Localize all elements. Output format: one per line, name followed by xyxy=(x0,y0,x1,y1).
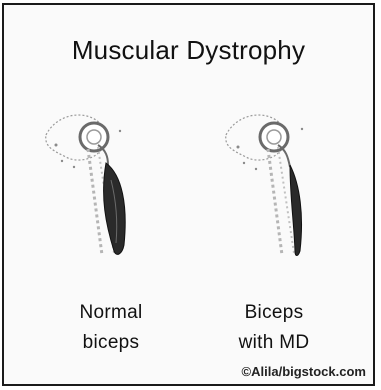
md-biceps-figure xyxy=(216,105,366,265)
md-biceps-label: Biceps with MD xyxy=(189,298,359,358)
diagram-title: Muscular Dystrophy xyxy=(4,35,373,66)
normal-biceps-label: Normal biceps xyxy=(26,298,196,358)
md-biceps-label-line2: with MD xyxy=(189,328,359,358)
diagram-frame: Muscular Dystrophy xyxy=(2,3,375,386)
md-biceps-illustration xyxy=(216,105,366,265)
md-biceps-label-line1: Biceps xyxy=(189,298,359,328)
normal-biceps-figure xyxy=(36,105,186,265)
normal-biceps-label-line2: biceps xyxy=(26,328,196,358)
normal-biceps-label-line1: Normal xyxy=(26,298,196,328)
image-credit: ©Alila/bigstock.com xyxy=(242,364,366,379)
normal-biceps-illustration xyxy=(36,105,186,265)
